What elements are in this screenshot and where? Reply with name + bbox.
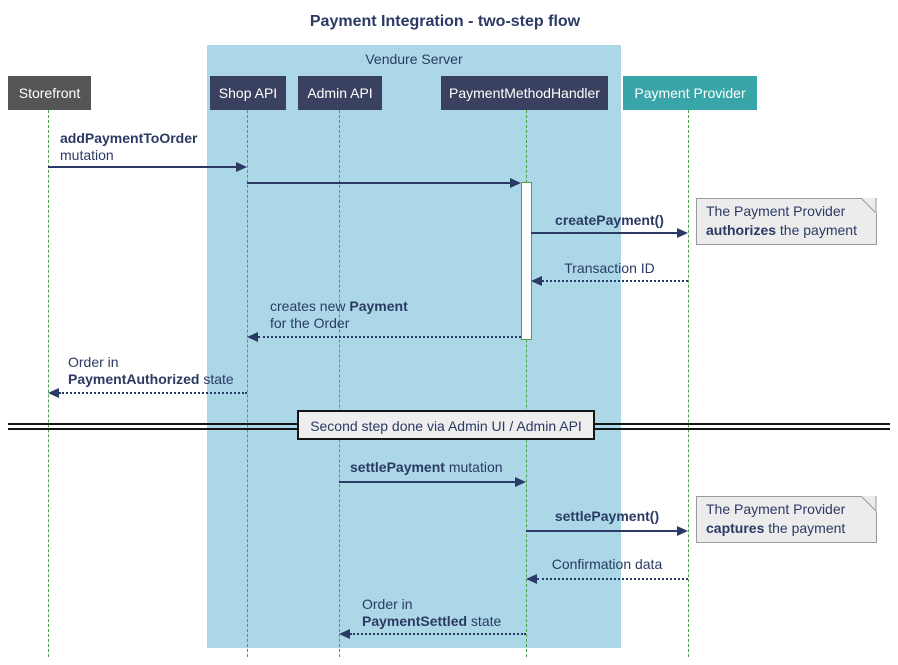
arrowhead-icon bbox=[510, 178, 521, 188]
note-capture: The Payment Provider captures the paymen… bbox=[696, 496, 877, 543]
message-label-create-payment: createPayment() bbox=[555, 212, 664, 228]
message-text: creates new bbox=[270, 298, 350, 314]
note-fold-icon bbox=[861, 198, 877, 214]
note-text: The Payment Provider bbox=[706, 203, 846, 219]
message-label-settle-payment: settlePayment() bbox=[554, 508, 660, 524]
message-text: addPaymentToOrder bbox=[60, 130, 198, 146]
lifeline-payment-method-handler bbox=[526, 110, 527, 657]
participant-admin-api: Admin API bbox=[298, 76, 382, 110]
message-label-settle-mutation: settlePayment mutation bbox=[350, 459, 503, 476]
message-text: state bbox=[467, 613, 502, 629]
message-text: creates new Payment bbox=[270, 298, 408, 315]
message-return-order-settled bbox=[350, 633, 526, 635]
message-text: Order in bbox=[68, 354, 119, 370]
note-fold-icon bbox=[861, 496, 877, 512]
message-return-confirmation bbox=[537, 578, 688, 580]
message-text: PaymentAuthorized state bbox=[68, 371, 234, 388]
message-arrow-create-payment bbox=[531, 232, 677, 234]
arrowhead-icon bbox=[526, 574, 537, 584]
message-text: PaymentAuthorized bbox=[68, 371, 200, 387]
participant-storefront: Storefront bbox=[8, 76, 91, 110]
note-text: the payment bbox=[764, 520, 846, 536]
arrowhead-icon bbox=[531, 276, 542, 286]
message-return-transaction-id bbox=[542, 280, 688, 282]
lifeline-shop-api bbox=[247, 110, 248, 657]
message-return-order-authorized bbox=[59, 392, 247, 394]
message-arrow-add-payment bbox=[48, 166, 236, 168]
message-text: for the Order bbox=[270, 315, 350, 331]
message-text: Order in bbox=[362, 596, 413, 612]
message-label-creates-payment: creates new Payment for the Order bbox=[270, 298, 408, 332]
activation-bar bbox=[521, 182, 532, 340]
arrowhead-icon bbox=[677, 526, 688, 536]
note-text: the payment bbox=[776, 222, 857, 238]
message-text: state bbox=[199, 371, 234, 387]
message-text: PaymentSettled state bbox=[362, 613, 501, 630]
message-label-order-settled: Order in PaymentSettled state bbox=[362, 596, 501, 630]
lifeline-payment-provider bbox=[688, 110, 689, 657]
note-text: authorizes the payment bbox=[706, 221, 867, 240]
diagram-title: Payment Integration - two-step flow bbox=[309, 13, 581, 30]
arrowhead-icon bbox=[339, 629, 350, 639]
message-label-transaction-id: Transaction ID bbox=[564, 260, 655, 276]
lifeline-storefront bbox=[48, 110, 49, 657]
vendure-server-frame bbox=[207, 45, 621, 648]
divider-label: Second step done via Admin UI / Admin AP… bbox=[297, 410, 595, 440]
message-text: mutation bbox=[444, 459, 503, 475]
message-arrow-shop-to-handler bbox=[247, 182, 510, 184]
message-arrow-settle-payment bbox=[526, 530, 677, 532]
note-authorize: The Payment Provider authorizes the paym… bbox=[696, 198, 877, 245]
participant-shop-api: Shop API bbox=[210, 76, 286, 110]
lifeline-admin-api bbox=[339, 110, 340, 657]
message-label-confirmation: Confirmation data bbox=[551, 556, 663, 572]
message-arrow-settle-mutation bbox=[339, 481, 515, 483]
participant-payment-method-handler: PaymentMethodHandler bbox=[441, 76, 608, 110]
arrowhead-icon bbox=[515, 477, 526, 487]
vendure-server-label: Vendure Server bbox=[365, 51, 463, 67]
participant-payment-provider: Payment Provider bbox=[623, 76, 757, 110]
note-text: captures the payment bbox=[706, 519, 867, 538]
note-text: captures bbox=[706, 520, 765, 536]
message-text: settlePayment bbox=[350, 459, 445, 475]
message-text: mutation bbox=[60, 147, 114, 163]
note-text: The Payment Provider bbox=[706, 501, 846, 517]
message-text: Payment bbox=[349, 298, 408, 314]
message-label-order-authorized: Order in PaymentAuthorized state bbox=[68, 354, 234, 388]
arrowhead-icon bbox=[48, 388, 59, 398]
arrowhead-icon bbox=[677, 228, 688, 238]
arrowhead-icon bbox=[247, 332, 258, 342]
note-text: authorizes bbox=[706, 222, 777, 238]
message-return-creates-payment bbox=[258, 336, 521, 338]
message-label-add-payment: addPaymentToOrder mutation bbox=[60, 130, 197, 164]
message-text: PaymentSettled bbox=[362, 613, 468, 629]
arrowhead-icon bbox=[236, 162, 247, 172]
